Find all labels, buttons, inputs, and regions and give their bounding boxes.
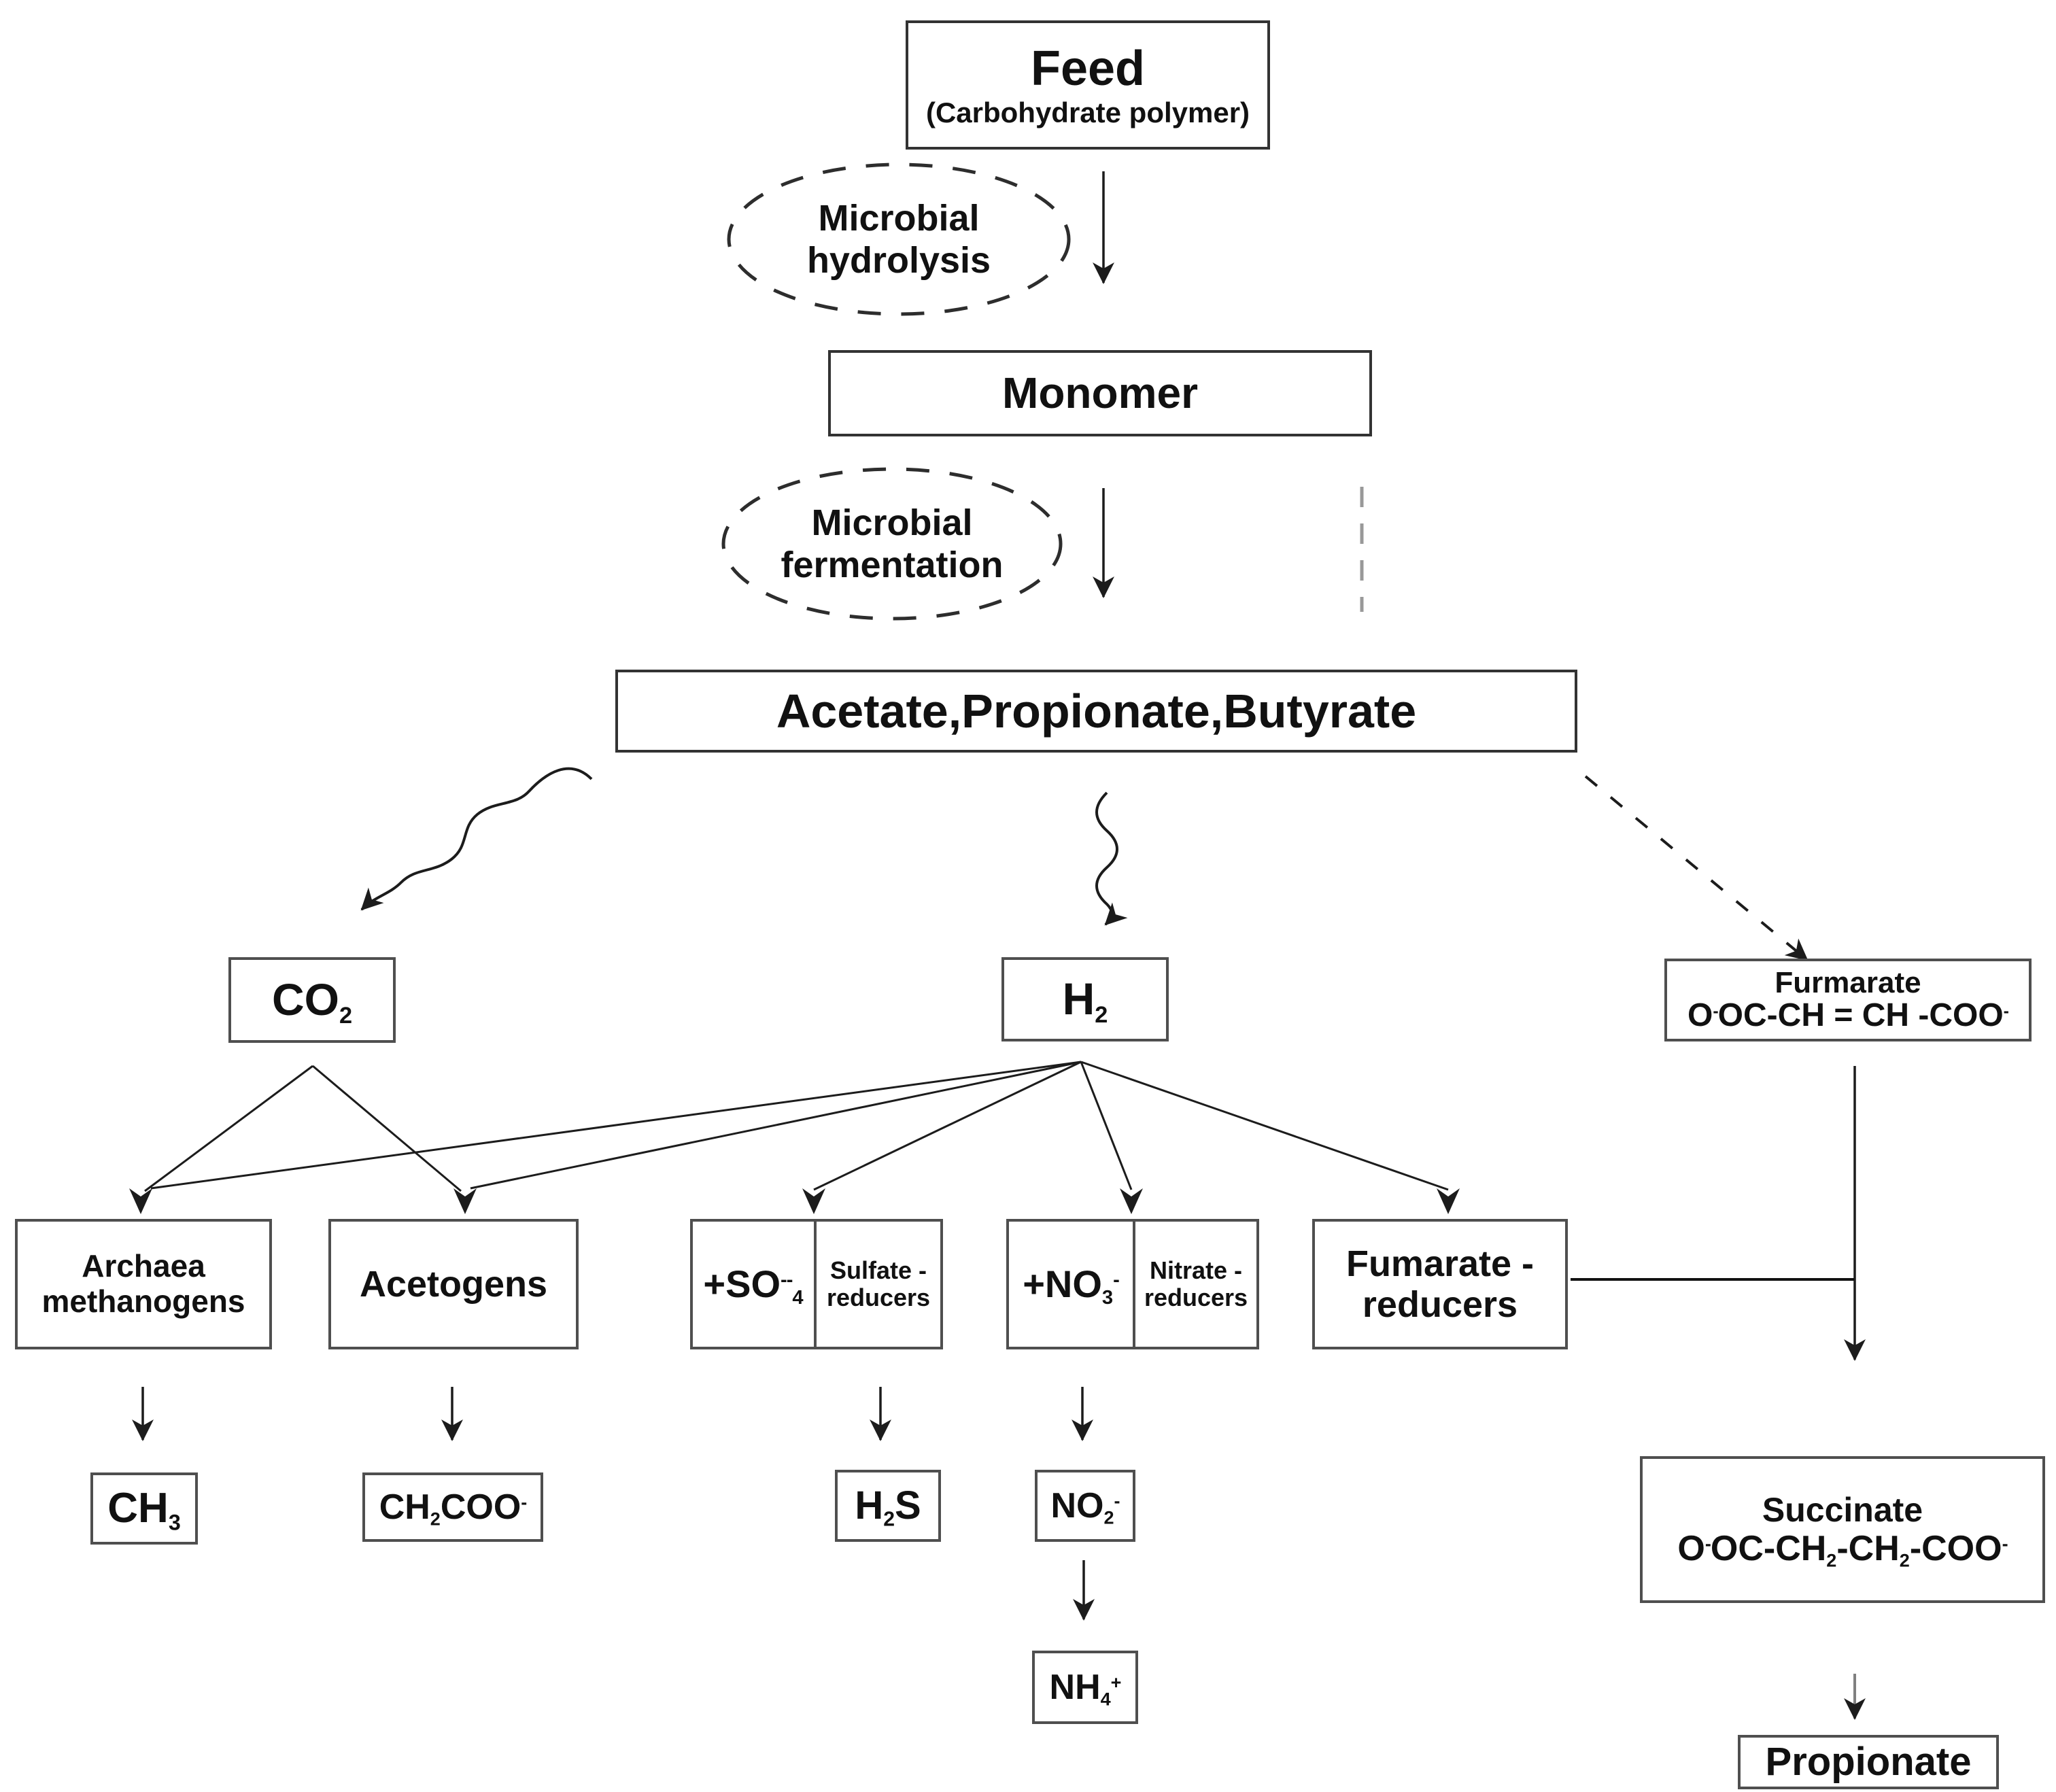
h2s-box: H2S <box>835 1470 941 1542</box>
line-co2-to-acetogens <box>312 1065 462 1192</box>
propionate-label: Propionate <box>1765 1739 1972 1784</box>
succinate-box: Succinate O-OC-CH2-CH2-COO- <box>1640 1456 2045 1603</box>
archaea-methanogens-box: Archaea methanogens <box>15 1219 272 1349</box>
nitrate-substrate-cell: +NO3- <box>1023 1262 1120 1309</box>
acetogens-label: Acetogens <box>359 1263 548 1305</box>
line-h2-to-nitrate-reducers <box>1080 1061 1133 1190</box>
fermentation-label: Microbial fermentation <box>781 502 1004 585</box>
line-h2-to-fumarate-reducers <box>1080 1061 1449 1191</box>
fermentation-ellipse <box>721 467 1063 621</box>
arrowhead-acetogens <box>453 1188 477 1214</box>
succinate-title: Succinate <box>1762 1490 1923 1529</box>
nitrate-reducers-box: +NO3- Nitrate - reducers <box>1006 1219 1259 1349</box>
acetate-box: Acetate,Propionate,Butyrate <box>615 670 1577 753</box>
feed-box: Feed (Carbohydrate polymer) <box>906 20 1270 150</box>
feed-subtitle: (Carbohydrate polymer) <box>925 96 1250 128</box>
monomer-label: Monomer <box>1002 368 1198 417</box>
no2-box: NO2- <box>1035 1470 1135 1542</box>
furmarate-title: Furmarate <box>1775 965 1921 999</box>
acetate-ion-box: CH2COO- <box>362 1472 543 1542</box>
hydrolysis-label: Microbial hydrolysis <box>806 197 991 281</box>
furmarate-box: Furmarate O-OC-CH = CH -COO- <box>1664 959 2032 1041</box>
arrowhead-fumarate-reducers <box>1437 1188 1460 1214</box>
line-h2-to-acetogens <box>470 1061 1082 1190</box>
nitrate-label-cell: Nitrate - reducers <box>1133 1222 1256 1347</box>
acetate-label: Acetate,Propionate,Butyrate <box>776 684 1417 738</box>
sulfate-label-cell: Sulfate - reducers <box>814 1222 940 1347</box>
arrowhead-nitrate-reducers <box>1120 1188 1143 1214</box>
furmarate-formula: O-OC-CH = CH -COO- <box>1687 997 2009 1033</box>
monomer-box: Monomer <box>828 350 1372 436</box>
fumarate-reducers-box: Fumarate - reducers <box>1312 1219 1568 1349</box>
sulfate-substrate-cell: +SO--4 <box>703 1262 804 1309</box>
propionate-box: Propionate <box>1738 1735 1999 1789</box>
sulfate-reducers-box: +SO--4 Sulfate - reducers <box>690 1219 943 1349</box>
arrowhead-methanogens <box>129 1188 152 1214</box>
arrowhead-sulfate-reducers <box>802 1188 825 1214</box>
line-co2-to-methanogens <box>144 1065 313 1192</box>
h2-box: H2 <box>1001 957 1169 1041</box>
line-h2-to-sulfate-reducers <box>813 1061 1082 1191</box>
co2-box: CO2 <box>228 957 396 1043</box>
wavy-arrow-acetate-to-co2 <box>360 767 593 911</box>
dashed-arrow-acetate-to-furmarate <box>1584 775 1809 961</box>
wavy-arrow-acetate-to-h2 <box>1095 791 1128 926</box>
ch3-box: CH3 <box>90 1472 198 1545</box>
feed-title: Feed <box>1030 41 1146 97</box>
succinate-formula: O-OC-CH2-CH2-COO- <box>1677 1528 2008 1571</box>
line-h2-to-methanogens <box>150 1061 1082 1190</box>
nh4-box: NH4+ <box>1032 1651 1138 1724</box>
hydrolysis-ellipse <box>727 162 1071 316</box>
acetogens-box: Acetogens <box>328 1219 579 1349</box>
